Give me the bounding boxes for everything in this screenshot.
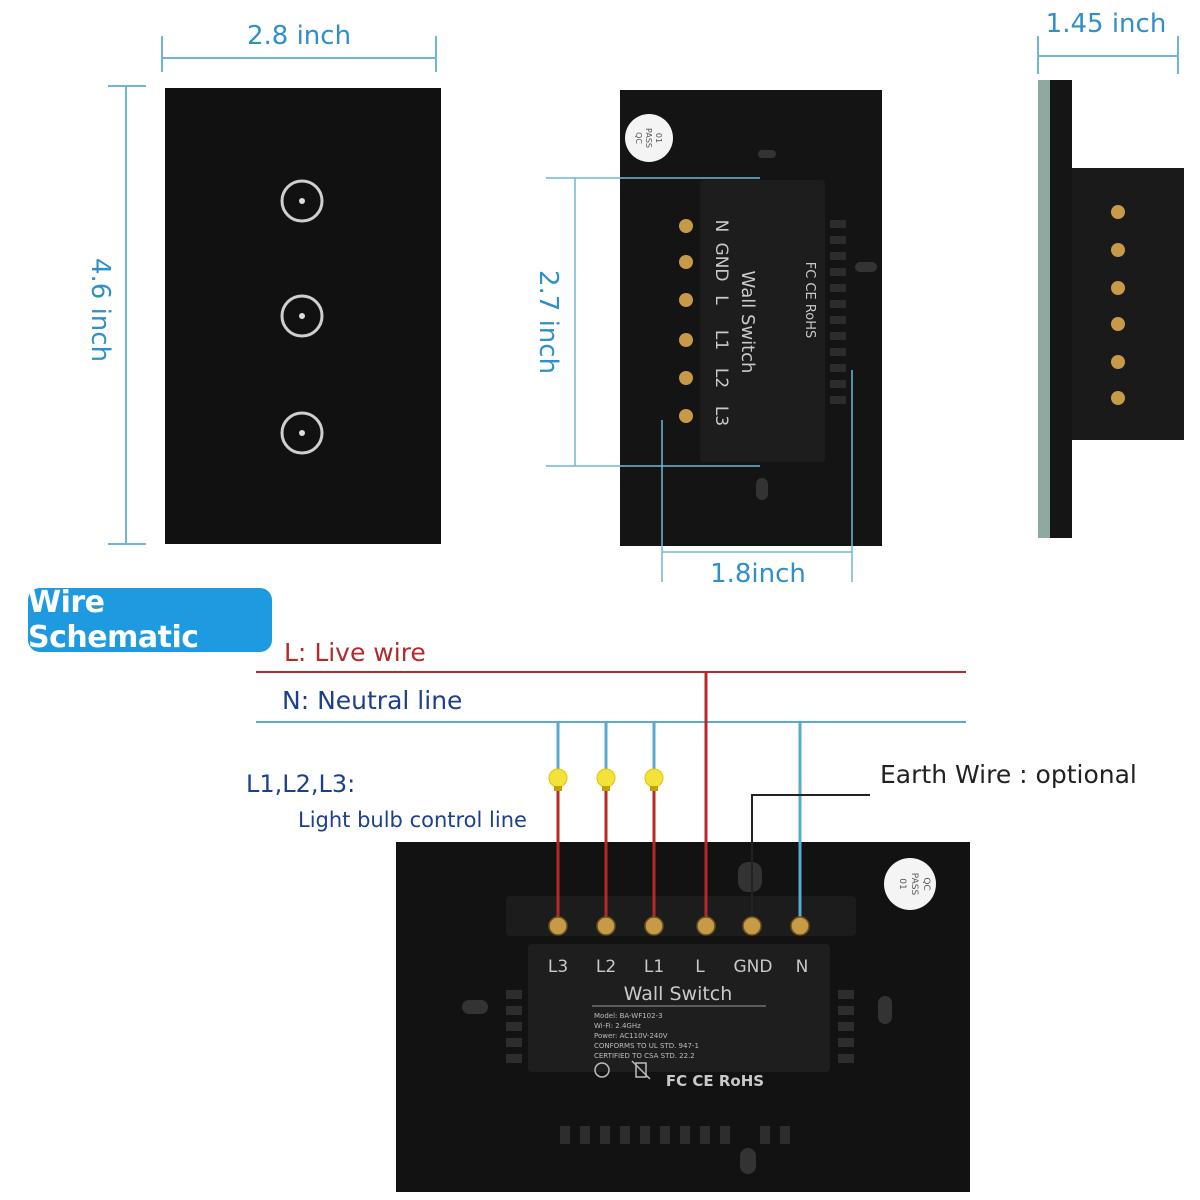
back-cert-marks: FC CE RoHS — [802, 262, 817, 339]
touch-button-icon — [280, 294, 324, 338]
terminal-label: GND — [711, 243, 731, 282]
qc-sticker: QC PASS 01 — [625, 114, 673, 162]
live-prefix: L: — [284, 638, 307, 667]
screw-terminal-icon — [679, 219, 693, 423]
screw-terminal-icon — [548, 916, 810, 936]
touch-button-icon — [280, 411, 324, 455]
mount-slot — [758, 150, 776, 158]
wire-schematic: L3 L2 L1 L GND N Wall Switch Model: BA-W… — [256, 671, 970, 1192]
back-vents-right — [830, 220, 846, 404]
front-view: 2.8 inch 4.6 inch — [85, 21, 441, 545]
back-label-title: Wall Switch — [737, 271, 758, 374]
live-wire-label: L: Live wire — [284, 638, 426, 667]
back-module — [700, 180, 825, 462]
schematic-label-plate — [528, 944, 830, 1072]
live-text: Live wire — [314, 638, 426, 667]
control-heading: L1,L2,L3: — [246, 770, 356, 798]
depth-label: 1.45 inch — [1046, 9, 1167, 39]
cert-marks: FC CE RoHS — [666, 1072, 764, 1090]
earth-wire-label: Earth Wire : optional — [880, 760, 1137, 789]
mount-slot — [462, 1000, 488, 1014]
neutral-text: Neutral line — [317, 686, 463, 715]
qc-text: PASS — [644, 128, 653, 148]
screw-terminal-icon — [1111, 205, 1125, 405]
mount-slot — [855, 262, 877, 272]
label-line: CONFORMS TO UL STD. 947-1 — [594, 1042, 699, 1050]
qc-sticker: QC PASS 01 — [884, 858, 936, 910]
terminal-label: L2 — [596, 957, 616, 977]
terminal-label: N — [711, 220, 731, 233]
neutral-line-label: N: Neutral line — [282, 686, 462, 715]
terminal-label: L2 — [711, 368, 731, 388]
mount-height-label: 2.7 inch — [533, 270, 563, 374]
label-line: Model: BA-WF102-3 — [594, 1012, 663, 1020]
weee-bin-icon — [631, 1060, 651, 1080]
terminal-label: L1 — [711, 330, 731, 350]
qc-text: 01 — [654, 133, 663, 143]
terminal-label: L — [711, 295, 731, 305]
bottom-vents — [560, 1126, 790, 1144]
neutral-prefix: N: — [282, 686, 310, 715]
side-body — [1072, 168, 1184, 440]
terminal-labels-rotated: N GND L L1 L2 L3 Wall Switch FC CE RoHS — [711, 220, 817, 427]
front-height-label: 4.6 inch — [85, 258, 115, 362]
label-line: Wi-Fi: 2.4GHz — [594, 1022, 641, 1030]
side-glass-edge — [1038, 80, 1050, 538]
terminal-label: N — [796, 957, 809, 977]
terminal-label: L3 — [548, 957, 568, 977]
side-view: 1.45 inch — [1037, 9, 1184, 538]
light-bulb-icon — [644, 768, 664, 791]
side-vents — [506, 990, 854, 1063]
back-view: N GND L L1 L2 L3 Wall Switch FC CE RoHS … — [533, 90, 882, 589]
control-text: Light bulb control line — [298, 808, 527, 832]
schematic-label-title: Wall Switch — [624, 983, 733, 1005]
terminal-label: L — [695, 957, 705, 977]
mount-slot — [878, 996, 892, 1024]
ce-mark-icon — [594, 1062, 610, 1078]
wire-schematic-badge: Wire Schematic — [28, 585, 272, 655]
side-frame — [1050, 80, 1072, 538]
mount-width-label: 1.8inch — [710, 559, 806, 589]
terminal-label: GND — [734, 957, 773, 977]
touch-button-icon — [280, 179, 324, 223]
label-line: Power: AC110V-240V — [594, 1032, 668, 1040]
qc-text: PASS — [909, 873, 919, 896]
light-bulb-icon — [596, 768, 616, 791]
mount-slot — [756, 478, 768, 500]
terminal-block — [506, 896, 856, 936]
mount-slot — [740, 1148, 756, 1174]
label-line: CERTIFIED TO CSA STD. 22.2 — [594, 1052, 695, 1060]
control-wires — [556, 722, 656, 922]
terminal-label: L1 — [644, 957, 664, 977]
qc-text: QC — [921, 877, 931, 890]
terminal-label: L3 — [711, 406, 731, 426]
front-width-label: 2.8 inch — [247, 21, 351, 51]
mount-slot — [738, 862, 762, 892]
earth-wire — [751, 794, 870, 922]
qc-text: 01 — [897, 878, 907, 889]
light-bulb-icon — [548, 768, 568, 791]
qc-text: QC — [634, 132, 643, 144]
